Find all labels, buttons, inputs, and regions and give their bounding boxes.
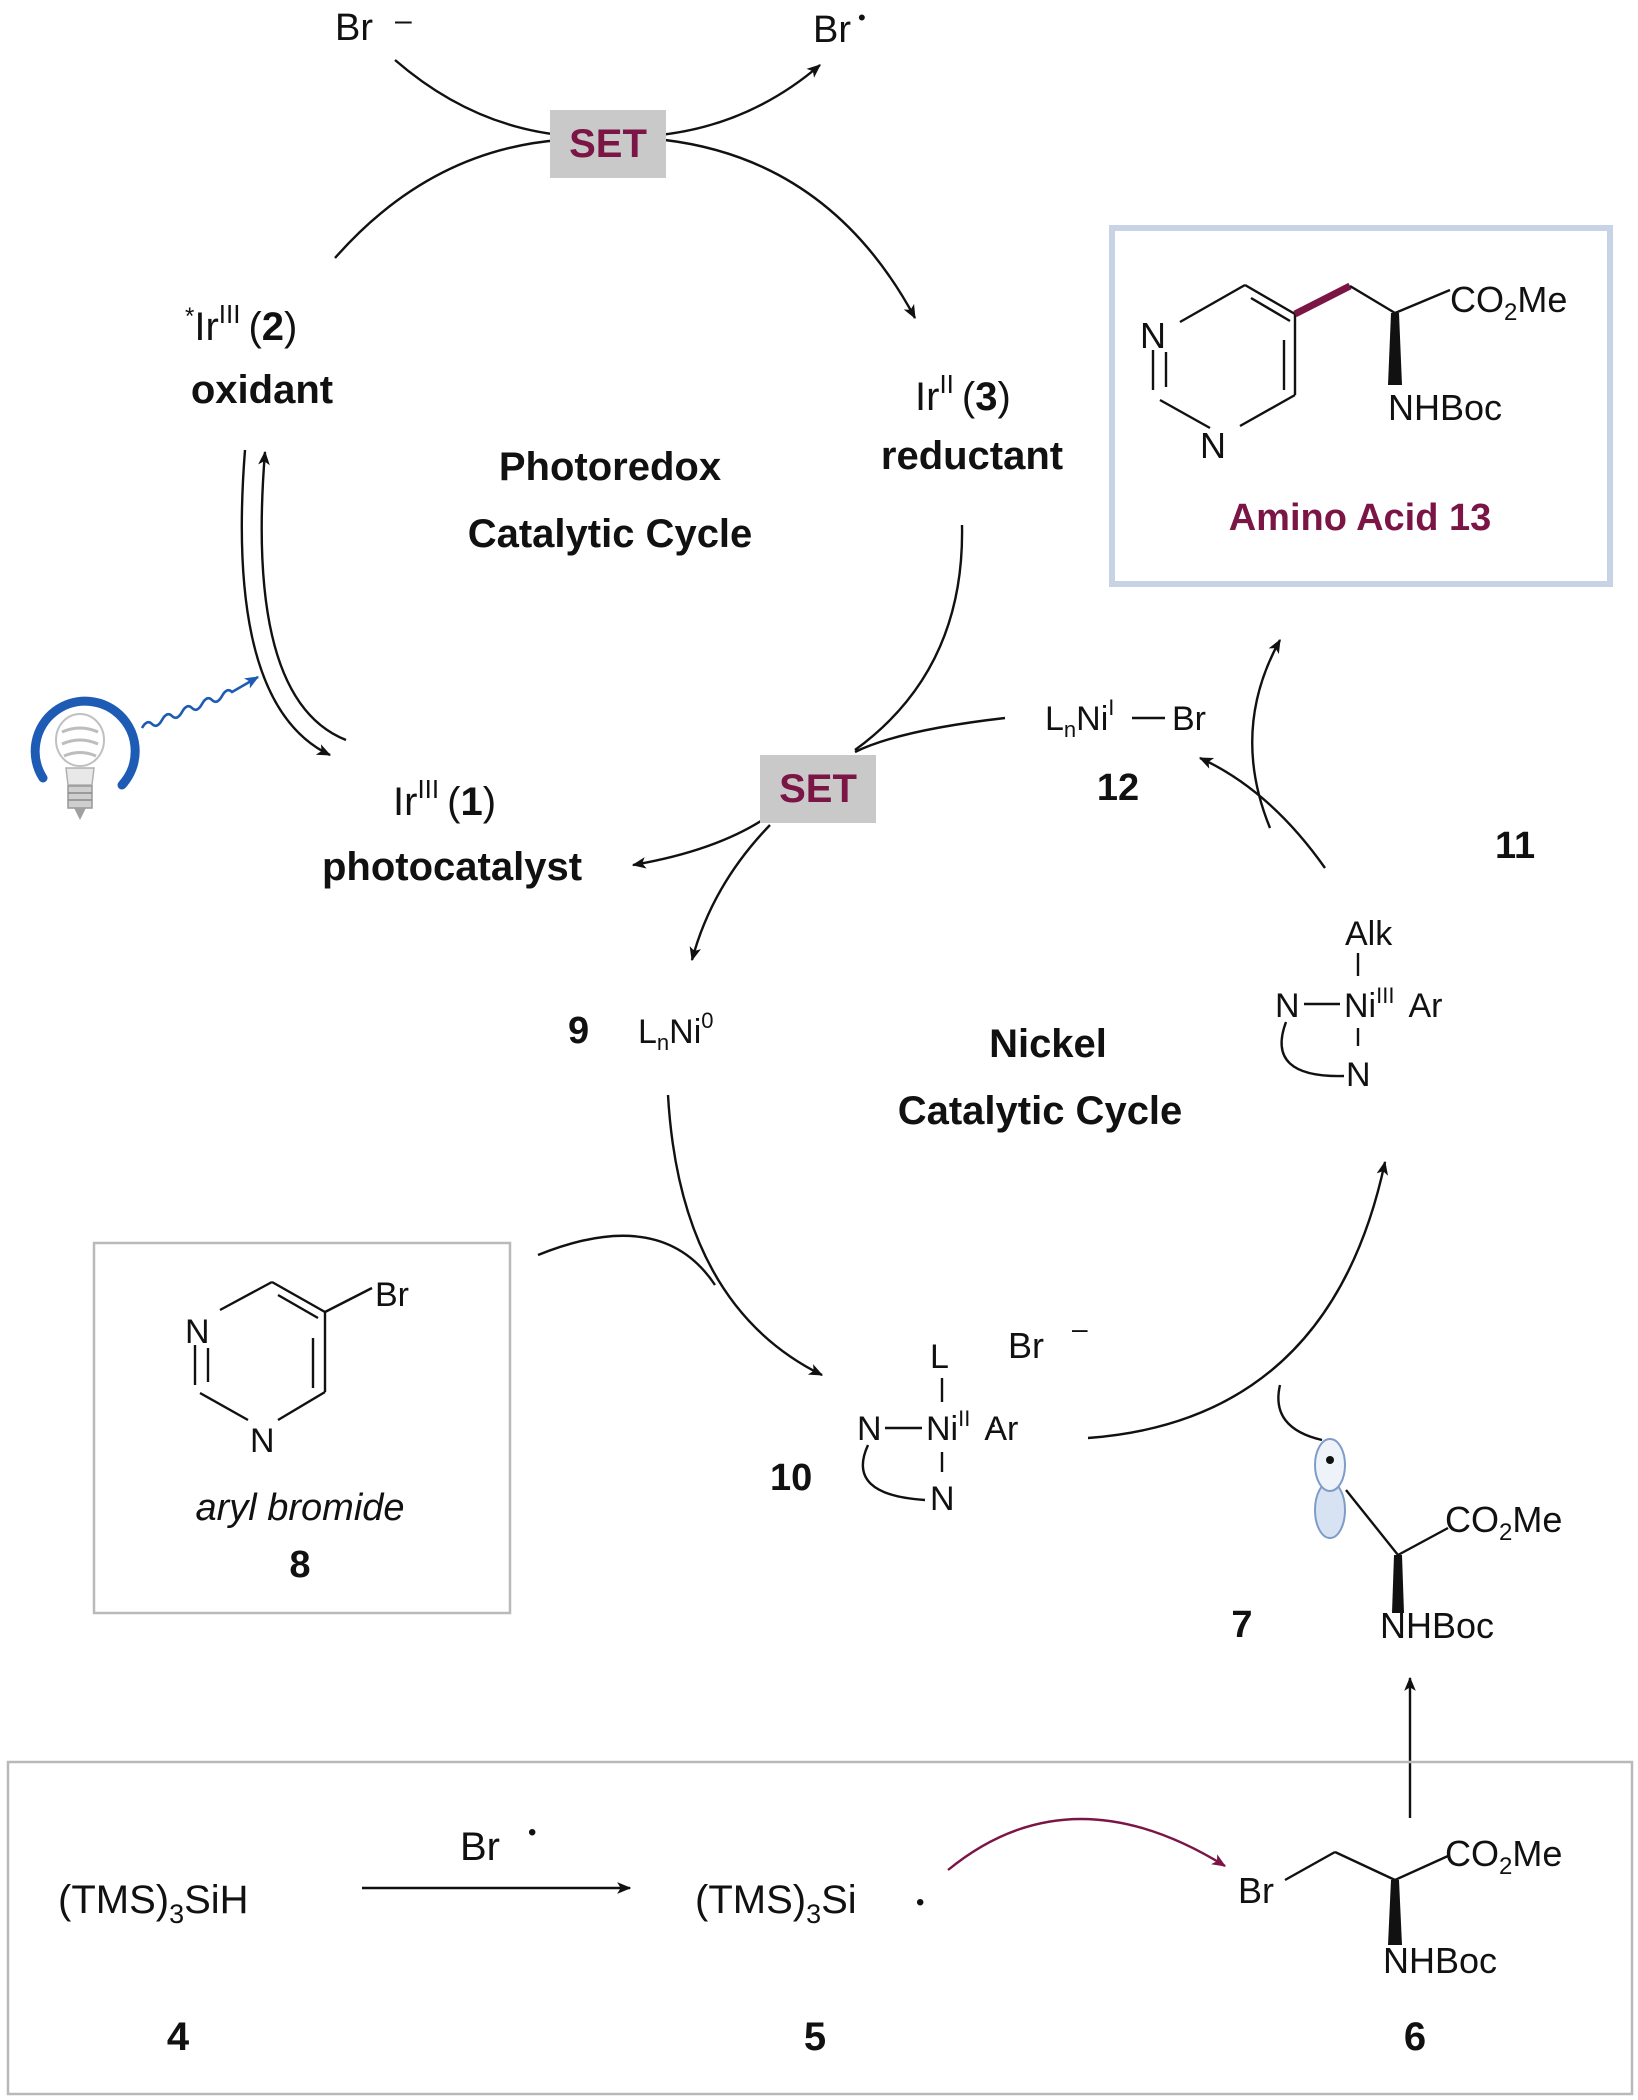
br-radical-arrow [659,64,821,137]
nickel-title-1: Nickel [989,1022,1107,1066]
ni3-n2: N [1346,1056,1371,1094]
ni3-alk: Alk [1345,915,1393,953]
product-amine: NHBoc [1388,387,1502,428]
radical-number: 7 [1231,1604,1252,1646]
product-n-top: N [1140,315,1166,356]
ni2-n2: N [930,1480,955,1518]
bromide-ester: CO2Me [1445,1833,1562,1880]
ni2-br-charge: – [1072,1313,1088,1344]
bromide-br: Br [1238,1870,1274,1911]
aryl-bromide-frame [92,1241,512,1615]
photoredox-title-2: Catalytic Cycle [468,512,753,556]
ni2-n1: N [857,1410,882,1448]
arc-product-release [1251,638,1282,829]
reductant-label: reductant [881,434,1063,478]
arc-arylbromide-in [537,1234,716,1286]
ni1-formula: LnNiI [1045,695,1114,742]
bromide-amine: NHBoc [1383,1940,1497,1981]
product-frame [1109,225,1613,587]
silane-number: 4 [167,2015,190,2059]
br-minus-label: Br [335,7,373,49]
arc-ni0-to-ni2 [666,1094,824,1377]
set-bottom-box [760,755,876,823]
arylbromide-caption: aryl bromide [195,1487,404,1529]
reagent-br: Br [460,1825,500,1869]
arylbromide-number: 8 [289,1544,310,1586]
ni1-number: 12 [1097,767,1139,809]
radical-ester: CO2Me [1445,1499,1562,1546]
arc-set-to-photocatalyst [631,814,771,869]
product-n-bottom: N [1200,425,1226,466]
ni1-br: Br [1172,700,1206,738]
hv-wave-arrow [140,675,260,729]
ni2-br: Br [1008,1325,1044,1366]
set-top-label: SET [569,122,647,166]
ni2-dot: · [990,1412,997,1437]
silyl-dot: • [916,1889,924,1916]
ni2-number: 10 [770,1457,812,1499]
arc-ni2-to-ni3 [1087,1160,1389,1440]
silyl-formula: (TMS)3Si [695,1878,857,1929]
lightbulb-icon [30,696,140,820]
arylbromide-n-top: N [185,1313,210,1351]
set-top-box [550,110,666,178]
arc-reductant-to-set [854,524,964,751]
ni3-number: 11 [1495,825,1535,867]
br-oxidation-arc [394,59,561,137]
photocatalyst-label: photocatalyst [322,845,582,889]
oxidant-label: oxidant [191,368,333,412]
radical-amine: NHBoc [1380,1605,1494,1646]
silyl-number: 5 [804,2015,826,2059]
excitation-arrow [258,450,347,742]
bromide-number: 6 [1404,2015,1426,2059]
photoredox-title-1: Photoredox [499,445,721,489]
silane-formula: (TMS)3SiH [58,1878,249,1929]
ni3-n1: N [1275,987,1300,1025]
set-bottom-label: SET [779,767,857,811]
ir-excited-formula: *IrIII(2) [185,299,297,349]
arc-ni1-to-set [854,716,1006,754]
reagent-dot: • [528,1819,536,1846]
br-radical-label: Br [813,9,851,51]
abstraction-arrow [947,1817,1226,1871]
ni0-formula: LnNi0 [638,1008,714,1055]
relaxation-arrow [240,449,332,757]
ni2-l: L [930,1338,949,1376]
aryl-bromide-structure [193,1280,373,1422]
p-orbital-icon [1314,1438,1346,1539]
product-structure [1151,282,1451,430]
bottom-frame [6,1760,1634,2096]
arylbromide-n-bottom: N [250,1422,275,1460]
product-label: Amino Acid 13 [1229,497,1492,539]
product-ester: CO2Me [1450,279,1567,326]
br-radical-dot: • [858,5,866,30]
arc-radical-in [1277,1384,1323,1442]
arc-set-to-ni0 [689,824,771,962]
arc-oxidant-to-set [334,138,561,259]
nickel-title-2: Catalytic Cycle [898,1089,1183,1133]
arc-set-to-reductant [664,138,917,320]
arc-ni3-to-ni1 [1198,756,1326,869]
arylbromide-br: Br [375,1276,409,1314]
ni0-number: 9 [568,1010,589,1052]
br-minus-charge: – [395,4,412,37]
ir-reduced-formula: IrII(3) [915,369,1011,419]
ir-ground-formula: IrIII(1) [393,774,496,824]
